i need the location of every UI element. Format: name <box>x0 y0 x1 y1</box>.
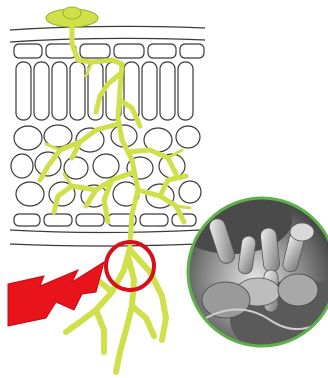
plant-tissue-infection-diagram <box>0 0 328 378</box>
